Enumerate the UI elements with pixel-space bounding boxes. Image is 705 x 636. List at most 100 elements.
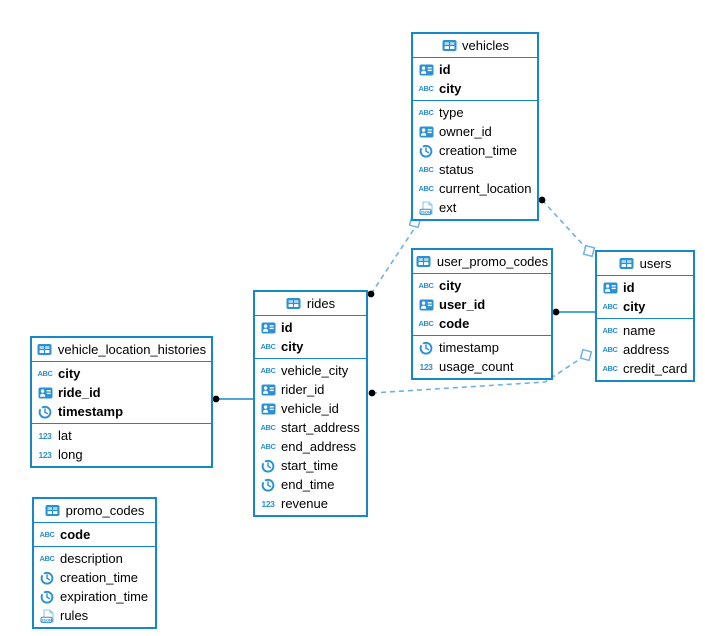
column-label: vehicle_id: [281, 401, 339, 416]
column-label: rider_id: [281, 382, 325, 397]
table-icon: [441, 39, 457, 52]
table-header[interactable]: vehicle_location_histories: [32, 338, 211, 362]
table-icon: [619, 257, 635, 270]
column-row-timestamp[interactable]: timestamp: [413, 338, 551, 357]
table-header[interactable]: users: [597, 252, 693, 276]
number-type-icon: 123: [419, 361, 433, 372]
column-row-rules[interactable]: JSON rules: [34, 606, 155, 625]
column-label: lat: [58, 428, 72, 443]
column-label: id: [623, 280, 635, 295]
table-name: user_promo_codes: [436, 254, 549, 269]
table-name: users: [639, 256, 672, 271]
column-label: city: [439, 81, 462, 96]
json-type-icon: JSON: [418, 200, 434, 215]
time-type-icon: [260, 478, 276, 492]
svg-text:JSON: JSON: [41, 617, 52, 622]
column-row-ext[interactable]: JSON ext: [413, 198, 537, 217]
column-row-description[interactable]: ABC description: [34, 549, 155, 568]
column-label: user_id: [439, 297, 486, 312]
column-label: id: [439, 62, 451, 77]
id-type-icon: [260, 322, 276, 334]
id-type-icon: [418, 126, 434, 138]
relation-line-rides-to-users[interactable]: [371, 356, 584, 394]
column-row-end_address[interactable]: ABC end_address: [255, 437, 366, 456]
column-row-end_time[interactable]: end_time: [255, 475, 366, 494]
table-header[interactable]: user_promo_codes: [413, 250, 551, 274]
column-row-creation_time[interactable]: creation_time: [34, 568, 155, 587]
column-label: timestamp: [58, 404, 124, 419]
relation-line-vehicles-to-users[interactable]: [541, 199, 587, 249]
column-label: code: [439, 316, 470, 331]
column-row-id[interactable]: id: [413, 60, 537, 79]
text-type-icon: ABC: [602, 364, 618, 373]
column-row-id[interactable]: id: [597, 278, 693, 297]
relation-dot-marker: [367, 290, 375, 298]
column-label: rules: [60, 608, 89, 623]
text-type-icon: ABC: [418, 281, 434, 290]
number-type-icon: 123: [38, 430, 52, 441]
table-header[interactable]: vehicles: [413, 34, 537, 58]
table-header[interactable]: rides: [255, 292, 366, 316]
column-label: start_time: [281, 458, 339, 473]
table-header[interactable]: promo_codes: [34, 499, 155, 523]
column-label: ext: [439, 200, 457, 215]
column-label: name: [623, 323, 656, 338]
relation-dot-marker: [212, 395, 220, 403]
id-type-icon: [418, 64, 434, 76]
column-row-city[interactable]: ABC city: [255, 337, 366, 356]
column-label: description: [60, 551, 123, 566]
column-row-user_id[interactable]: user_id: [413, 295, 551, 314]
relation-dot-marker: [538, 196, 546, 204]
column-label: city: [623, 299, 646, 314]
column-row-expiration_time[interactable]: expiration_time: [34, 587, 155, 606]
text-type-icon: ABC: [39, 554, 55, 563]
column-row-ride_id[interactable]: ride_id: [32, 383, 211, 402]
column-row-rider_id[interactable]: rider_id: [255, 380, 366, 399]
column-row-start_time[interactable]: start_time: [255, 456, 366, 475]
column-row-vehicle_id[interactable]: vehicle_id: [255, 399, 366, 418]
text-type-icon: ABC: [260, 442, 276, 451]
column-row-timestamp[interactable]: timestamp: [32, 402, 211, 421]
text-type-icon: ABC: [418, 165, 434, 174]
column-label: end_address: [281, 439, 357, 454]
table-icon: [45, 504, 61, 517]
column-row-creation_time[interactable]: creation_time: [413, 141, 537, 160]
column-label: city: [281, 339, 304, 354]
column-label: city: [58, 366, 81, 381]
column-label: current_location: [439, 181, 532, 196]
column-row-id[interactable]: id: [255, 318, 366, 337]
text-type-icon: ABC: [260, 342, 276, 351]
column-row-lat[interactable]: 123 lat: [32, 426, 211, 445]
column-label: type: [439, 105, 464, 120]
table-name: promo_codes: [65, 503, 145, 518]
text-type-icon: ABC: [260, 423, 276, 432]
time-type-icon: [39, 590, 55, 604]
relation-line-rides-to-vehicles[interactable]: [370, 225, 417, 295]
column-row-owner_id[interactable]: owner_id: [413, 122, 537, 141]
